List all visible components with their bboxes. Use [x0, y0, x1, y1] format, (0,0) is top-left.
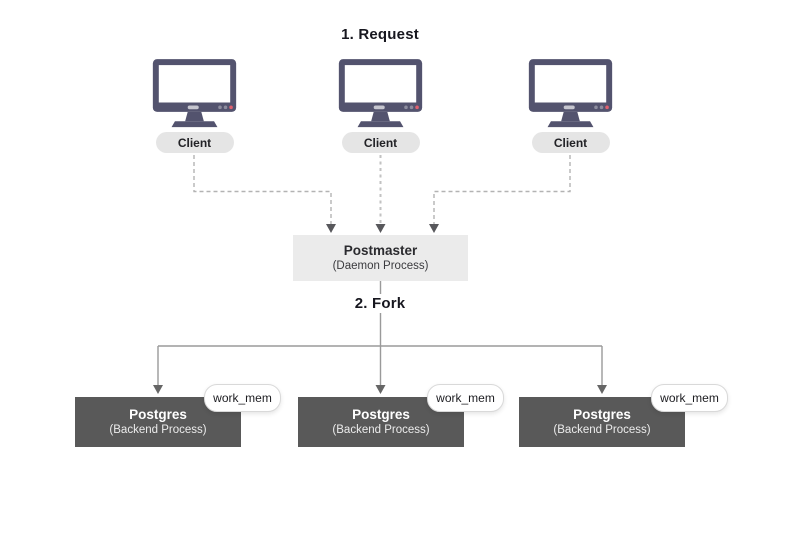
client-label-pill: Client: [341, 132, 420, 153]
backend-title: Postgres: [129, 406, 187, 422]
monitor-screen: [158, 65, 231, 103]
monitor-power-button: [563, 105, 575, 110]
monitor-status-dot-red: [605, 105, 609, 110]
backend-subtitle: (Backend Process): [109, 424, 207, 437]
monitor-stand-neck: [185, 111, 204, 122]
arrowhead-backend-right: [597, 385, 607, 394]
postmaster-box: Postmaster (Daemon Process): [293, 235, 468, 281]
monitor-icon: [528, 59, 613, 128]
monitor-status-dot: [218, 105, 222, 110]
dashed-connector-client-right: [433, 155, 571, 224]
monitor-status-dot-red: [229, 105, 233, 110]
arrowhead-postmaster-middle: [375, 224, 386, 233]
step2-fork-label: 2. Fork: [347, 294, 413, 313]
monitor-stand-base: [171, 121, 218, 128]
client-label-pill: Client: [155, 132, 234, 153]
dashed-connector-client-left: [193, 155, 332, 224]
monitor-power-button: [373, 105, 385, 110]
monitor-status-dot: [409, 105, 414, 110]
backend-box-1: Postgres (Backend Process): [75, 397, 241, 447]
client-node-3: Client: [528, 59, 613, 153]
monitor-screen: [534, 65, 607, 103]
client-label: Client: [553, 135, 588, 150]
monitor-stand-base: [547, 121, 594, 128]
step1-request-label: 1. Request: [334, 25, 426, 44]
arrowhead-backend-middle: [375, 385, 386, 394]
work-mem-badge-3: work_mem: [651, 384, 728, 412]
backend-title: Postgres: [352, 406, 410, 422]
monitor-status-dot: [223, 105, 228, 110]
client-node-2: Client: [338, 59, 423, 153]
arrowhead-backend-left: [153, 385, 163, 394]
monitor-status-dot: [404, 105, 408, 110]
backend-subtitle: (Backend Process): [553, 424, 651, 437]
work-mem-badge-1: work_mem: [204, 384, 281, 412]
backend-box-3: Postgres (Backend Process): [519, 397, 685, 447]
backend-title: Postgres: [573, 406, 631, 422]
backend-subtitle: (Backend Process): [332, 424, 430, 437]
monitor-icon: [338, 59, 423, 128]
monitor-stand-base: [357, 121, 404, 128]
postmaster-subtitle: (Daemon Process): [332, 260, 429, 273]
client-node-1: Client: [152, 59, 237, 153]
arrowhead-postmaster-left: [326, 224, 336, 233]
monitor-status-dot: [594, 105, 598, 110]
monitor-stand-neck: [561, 111, 580, 122]
monitor-stand-neck: [371, 111, 390, 122]
arrowhead-postmaster-right: [429, 224, 439, 233]
monitor-power-button: [187, 105, 199, 110]
postmaster-title: Postmaster: [343, 242, 418, 258]
client-label: Client: [363, 135, 398, 150]
monitor-status-dot-red: [415, 105, 419, 110]
client-label-pill: Client: [531, 132, 610, 153]
monitor-status-dot: [599, 105, 604, 110]
monitor-screen: [344, 65, 417, 103]
work-mem-badge-2: work_mem: [427, 384, 504, 412]
client-label: Client: [177, 135, 212, 150]
monitor-icon: [152, 59, 237, 128]
